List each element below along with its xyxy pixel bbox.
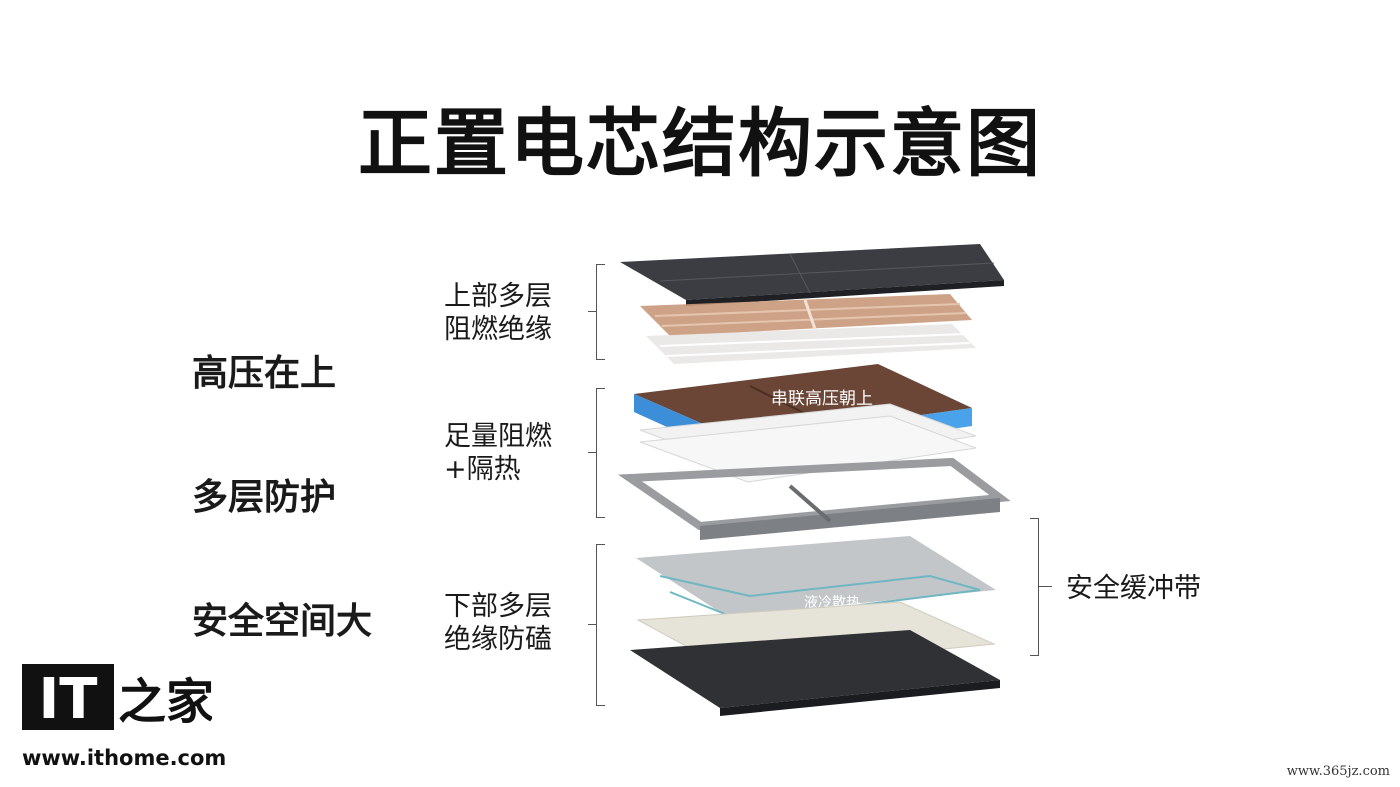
label-bottom-layers: 下部多层 绝缘防磕 (444, 591, 552, 655)
page-title: 正置电芯结构示意图 (358, 101, 1042, 187)
ithome-logo: IT 之家 (22, 662, 214, 746)
logo-url: www.ithome.com (22, 746, 227, 770)
battery-frame (617, 457, 1011, 540)
battery-exploded-diagram: 串联高压朝上 液冷散热 (617, 244, 1011, 716)
bracket-bottom-tick (588, 624, 596, 625)
top-cover (620, 244, 1004, 306)
bracket-top-tick (588, 311, 596, 312)
label-top-layers: 上部多层 阻燃绝缘 (444, 281, 552, 345)
top-insulation-layers (640, 294, 976, 364)
feature-large-safety-space: 安全空间大 (192, 601, 373, 642)
label-safety-buffer: 安全缓冲带 (1066, 573, 1201, 604)
bracket-right (1030, 518, 1039, 656)
feature-multi-layer-protection: 多层防护 (192, 477, 337, 518)
bottom-plate (630, 630, 1000, 716)
bracket-right-tick (1038, 586, 1052, 587)
feature-high-voltage-on-top: 高压在上 (192, 353, 337, 394)
fire-barrier-layer (639, 403, 977, 483)
watermark: www.365jz.com (1286, 764, 1390, 779)
label-middle-layers: 足量阻燃 +隔热 (444, 421, 552, 485)
logo-sub: 之家 (118, 674, 212, 730)
bracket-middle (596, 388, 605, 518)
logo-text: IT (38, 667, 97, 732)
bracket-middle-tick (588, 452, 596, 453)
bracket-bottom (596, 544, 605, 706)
cells-label: 串联高压朝上 (771, 389, 873, 409)
bracket-top (596, 264, 605, 360)
